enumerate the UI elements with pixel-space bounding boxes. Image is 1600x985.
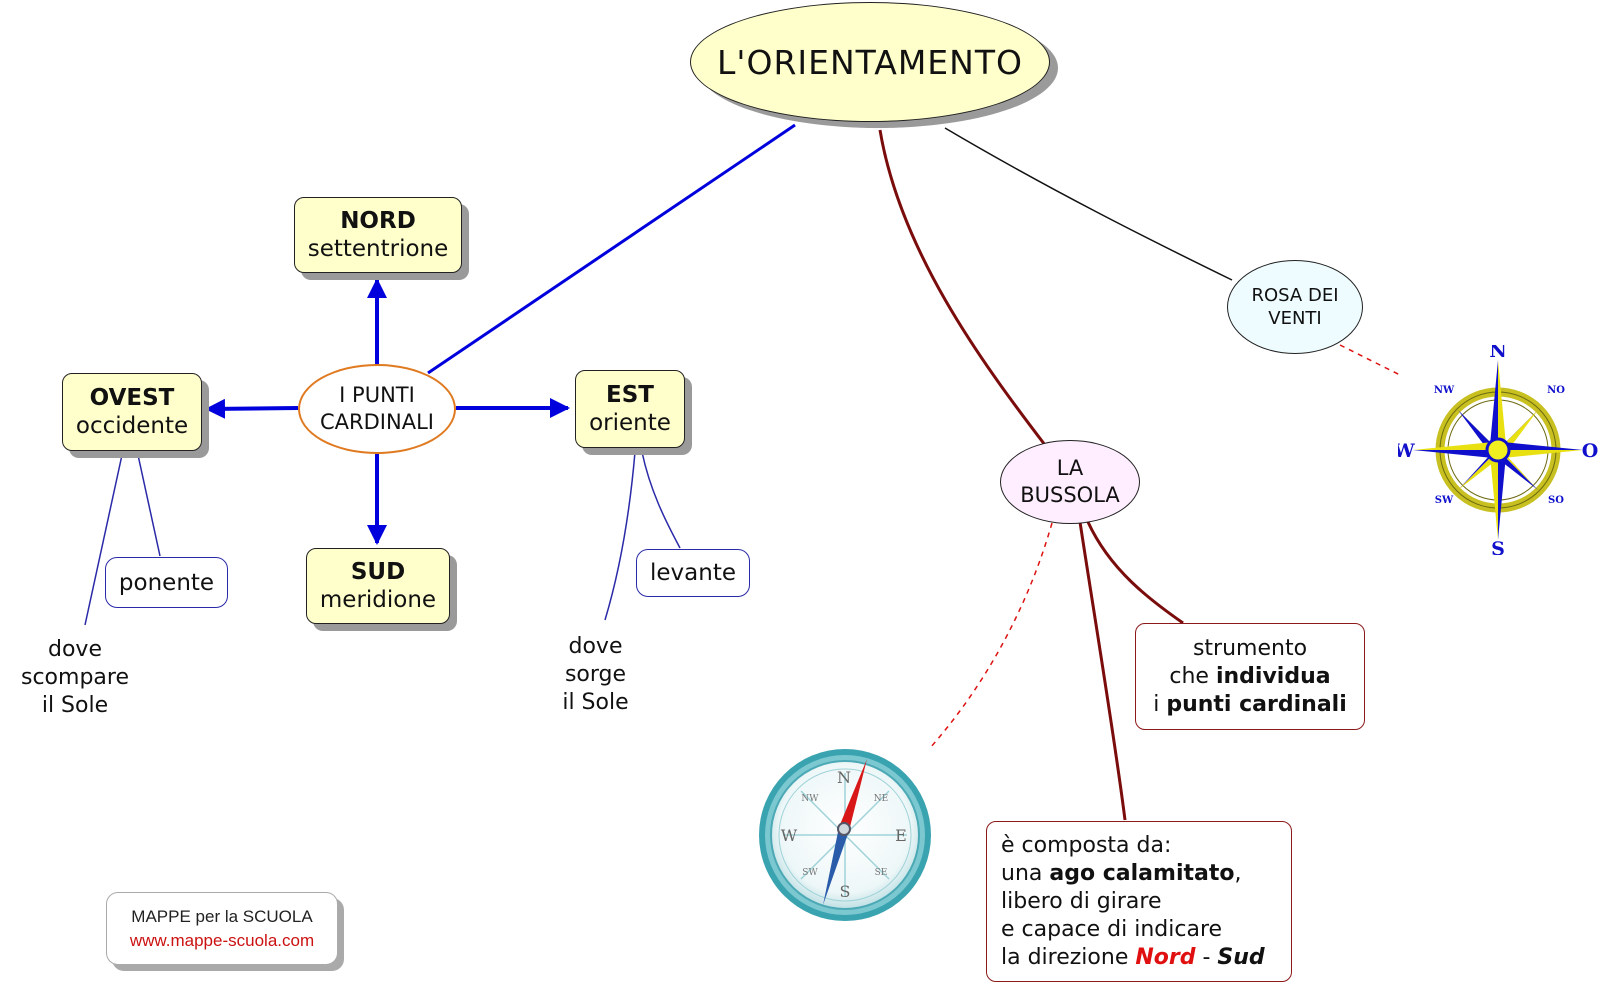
rose-label-sw: SW [1435, 495, 1454, 506]
sud-label: SUD [350, 559, 406, 585]
strumento-l3: i punti cardinali [1153, 691, 1347, 719]
nord-label: NORD [340, 208, 416, 234]
compass-needle-north [839, 759, 867, 831]
composta-l2-bold: ago calamitato [1049, 860, 1235, 886]
composta-sud: Sud [1217, 944, 1265, 970]
composta-l2-text: una [1001, 860, 1050, 886]
compass-label-n: N [837, 768, 851, 787]
composta-l3: libero di girare [1001, 888, 1162, 914]
punti-cardinali-node: I PUNTI CARDINALI [298, 364, 456, 454]
strumento-l2: che individua [1169, 663, 1330, 691]
punti-cardinali-line2: CARDINALI [320, 410, 434, 434]
dove-sorge-l2: sorge [564, 662, 627, 687]
arrow-to-ovest [205, 398, 299, 419]
rose-label-o: O [1582, 440, 1598, 462]
link-title-rosa [944, 127, 1233, 281]
link-ovest-dove [84, 454, 123, 626]
composta-l2-comma: , [1234, 860, 1242, 886]
link-ovest-ponente [137, 454, 161, 557]
bussola-line2: BUSSOLA [1020, 483, 1120, 507]
rose-label-n: N [1489, 345, 1506, 362]
est-label: EST [606, 382, 654, 408]
nord-node: NORD settentrione [294, 197, 462, 273]
compass-label-sw: SW [802, 868, 818, 878]
compass-image: N S E W NE NW SE SW [759, 749, 931, 921]
link-title-bussola [878, 129, 1047, 446]
sud-node: SUD meridione [306, 548, 450, 624]
nord-alt: settentrione [307, 236, 449, 262]
ovest-node: OVEST occidente [62, 373, 202, 451]
ponente-label: ponente [118, 569, 215, 596]
wind-rose-image: N S W O NW NO SW SO [1398, 345, 1598, 555]
compass-label-nw: NW [801, 794, 819, 804]
rose-label-w: W [1398, 440, 1415, 462]
footer-title: MAPPE per la SCUOLA [131, 906, 313, 926]
compass-label-s: S [840, 882, 851, 901]
composta-l5-text: la direzione [1001, 944, 1136, 970]
composta-l2: una ago calamitato, [1001, 860, 1241, 888]
composta-l1: è composta da: [1001, 832, 1172, 858]
composta-l5: la direzione Nord - Sud [1001, 944, 1265, 972]
page-title: L'ORIENTAMENTO [717, 42, 1023, 82]
dove-sorge-text: dove sorge il Sole [548, 633, 643, 717]
link-bussola-composta [1078, 521, 1127, 821]
strumento-l2-bold: individua [1215, 663, 1331, 689]
ponente-node: ponente [105, 557, 228, 608]
composta-nord: Nord [1135, 944, 1196, 970]
strumento-l1: strumento [1192, 635, 1308, 661]
punti-cardinali-line1: I PUNTI [339, 383, 415, 407]
compass-needle-south [823, 827, 849, 905]
link-est-dove [604, 451, 636, 621]
compass-label-e: E [895, 826, 907, 845]
title-node: L'ORIENTAMENTO [690, 2, 1050, 122]
levante-node: levante [636, 549, 750, 597]
compass-label-ne: NE [874, 794, 888, 804]
compass-label-se: SE [875, 868, 888, 878]
rosa-line2: VENTI [1268, 308, 1322, 329]
strumento-l3-bold: punti cardinali [1166, 691, 1347, 717]
footer-box: MAPPE per la SCUOLA www.mappe-scuola.com [106, 892, 338, 965]
composta-node: è composta da: una ago calamitato, liber… [986, 821, 1292, 982]
link-title-punti [427, 123, 796, 375]
ovest-alt: occidente [75, 413, 189, 439]
rose-label-s: S [1491, 538, 1505, 555]
composta-l4: e capace di indicare [1001, 916, 1223, 942]
est-alt: oriente [589, 410, 671, 436]
compass-label-w: W [781, 826, 798, 845]
strumento-node: strumento che individua i punti cardinal… [1135, 623, 1365, 730]
link-bussola-image [929, 522, 1053, 749]
dove-scompare-l2: scompare [21, 665, 129, 690]
footer-url[interactable]: www.mappe-scuola.com [129, 930, 315, 950]
bussola-node: LA BUSSOLA [1000, 440, 1140, 524]
rosa-line1: ROSA DEI [1251, 285, 1339, 306]
levante-label: levante [650, 560, 736, 586]
rosa-dei-venti-node: ROSA DEI VENTI [1227, 260, 1363, 354]
composta-dash: - [1195, 944, 1218, 970]
link-rosa-image [1339, 344, 1401, 376]
sud-alt: meridione [319, 587, 437, 613]
bussola-line1: LA [1056, 456, 1084, 480]
strumento-l2-text: che [1169, 663, 1216, 689]
dove-sorge-l3: il Sole [562, 690, 629, 715]
est-node: EST oriente [575, 370, 685, 448]
strumento-l3-text: i [1153, 691, 1167, 717]
rose-label-so: SO [1548, 495, 1564, 506]
rose-label-nw: NW [1434, 385, 1455, 396]
dove-scompare-l1: dove [48, 637, 102, 662]
dove-sorge-l1: dove [568, 634, 623, 659]
dove-scompare-text: dove scompare il Sole [10, 636, 140, 720]
dove-scompare-l3: il Sole [41, 693, 109, 718]
ovest-label: OVEST [89, 385, 175, 411]
rose-label-no: NO [1547, 385, 1565, 396]
link-bussola-strumento [1086, 521, 1184, 625]
link-est-levante [641, 451, 681, 549]
